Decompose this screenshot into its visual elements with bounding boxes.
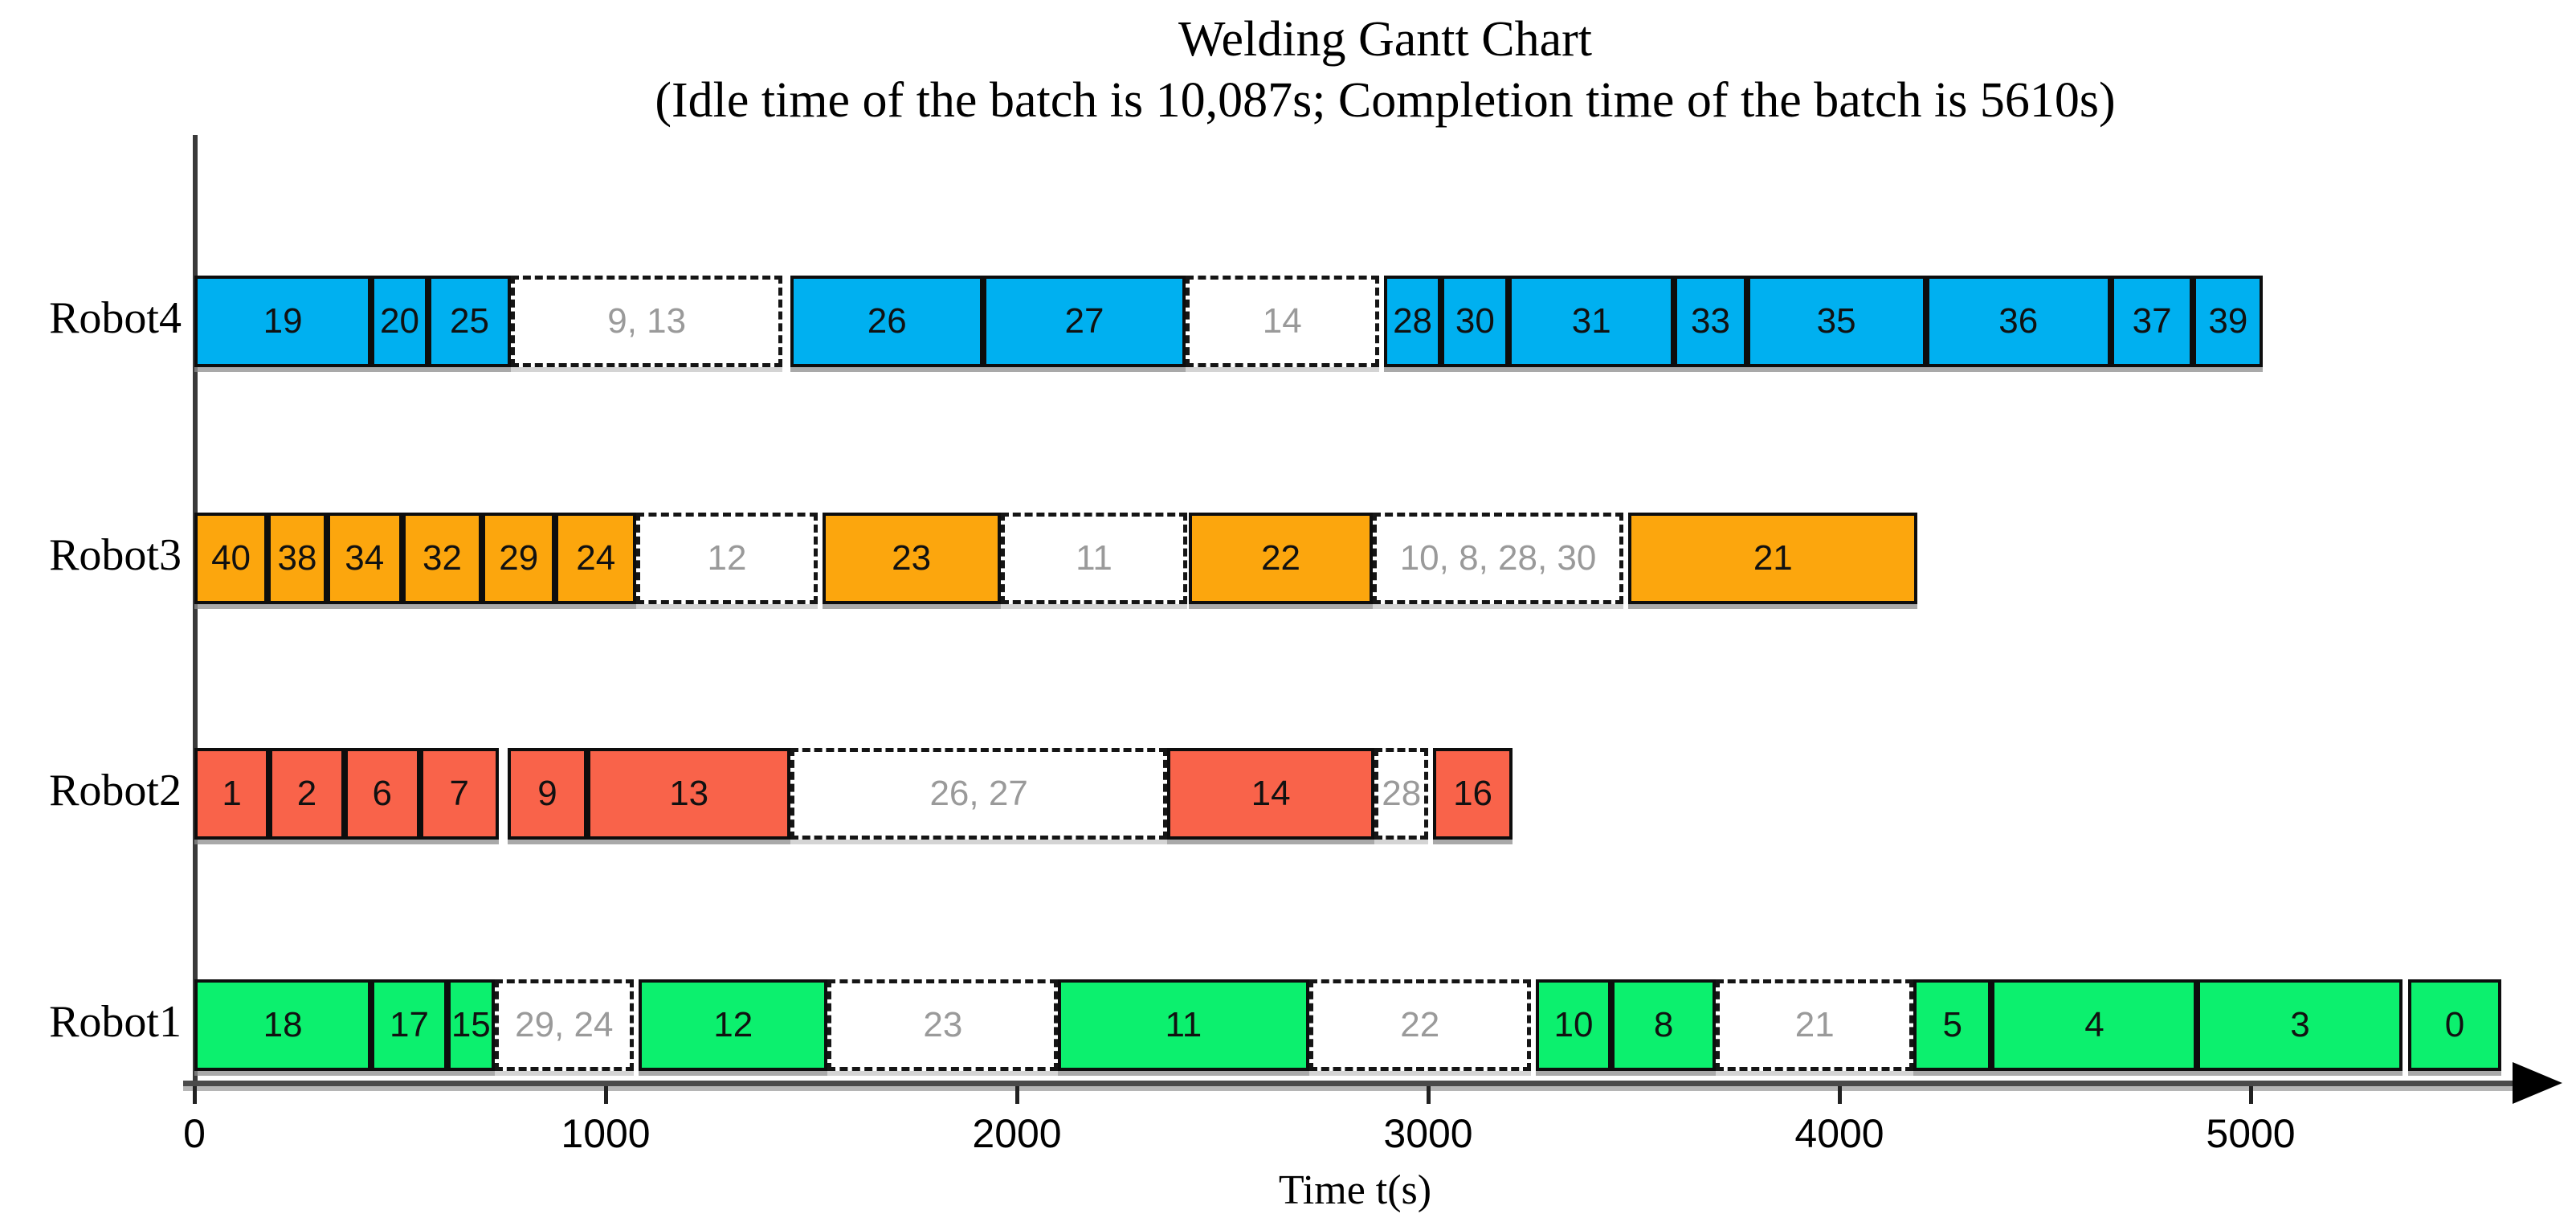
x-axis-tick (193, 1086, 197, 1104)
task-bar-29: 29 (482, 513, 555, 604)
task-bar-28: 28 (1383, 276, 1442, 367)
x-axis-tick (1427, 1086, 1431, 1104)
task-bar-12: 12 (638, 979, 828, 1071)
task-bar-40: 40 (194, 513, 268, 604)
task-bar-26: 26 (790, 276, 983, 367)
task-bar-20: 20 (371, 276, 428, 367)
idle-bar-11: 11 (1000, 513, 1188, 604)
x-axis-tick-label: 5000 (2206, 1111, 2296, 1156)
task-bar-16: 16 (1433, 748, 1513, 840)
task-bar-3: 3 (2197, 979, 2403, 1071)
task-bar-21: 21 (1628, 513, 1918, 604)
idle-bar-22: 22 (1308, 979, 1531, 1071)
task-bar-39: 39 (2193, 276, 2264, 367)
task-bar-5: 5 (1913, 979, 1992, 1071)
x-axis-arrow-icon (2513, 1062, 2562, 1104)
idle-bar-29-24: 29, 24 (494, 979, 634, 1071)
task-bar-23: 23 (822, 513, 1001, 604)
x-axis-tick (604, 1086, 608, 1104)
task-bar-34: 34 (326, 513, 402, 604)
chart-title: Welding Gantt Chart (1178, 12, 1592, 67)
idle-bar-14: 14 (1185, 276, 1379, 367)
task-bar-38: 38 (267, 513, 327, 604)
idle-bar-21: 21 (1716, 979, 1914, 1071)
x-axis-tick-label: 3000 (1383, 1111, 1473, 1156)
x-axis-tick (1015, 1086, 1019, 1104)
task-bar-24: 24 (555, 513, 637, 604)
task-bar-31: 31 (1508, 276, 1675, 367)
task-bar-18: 18 (194, 979, 372, 1071)
row-label-robot1: Robot1 (49, 997, 182, 1047)
task-bar-2: 2 (269, 748, 345, 840)
task-bar-1: 1 (194, 748, 270, 840)
task-bar-22: 22 (1189, 513, 1373, 604)
idle-bar-26-27: 26, 27 (790, 748, 1167, 840)
y-axis-line (193, 135, 198, 1086)
task-bar-15: 15 (447, 979, 495, 1071)
row-label-robot4: Robot4 (49, 293, 182, 343)
task-bar-14: 14 (1166, 748, 1375, 840)
x-axis-tick-label: 1000 (561, 1111, 651, 1156)
row-label-robot2: Robot2 (49, 766, 182, 815)
idle-bar-9-13: 9, 13 (511, 276, 783, 367)
x-axis-tick-label: 4000 (1794, 1111, 1884, 1156)
x-axis-line (183, 1081, 2522, 1086)
task-bar-7: 7 (419, 748, 499, 840)
task-bar-13: 13 (586, 748, 791, 840)
x-axis-label: Time t(s) (1278, 1167, 1432, 1213)
task-bar-19: 19 (194, 276, 372, 367)
task-bar-27: 27 (983, 276, 1186, 367)
idle-bar-23: 23 (827, 979, 1059, 1071)
chart-header: Welding Gantt Chart (Idle time of the ba… (194, 10, 2576, 131)
task-bar-35: 35 (1746, 276, 1926, 367)
chart-subtitle: (Idle time of the batch is 10,087s; Comp… (655, 72, 2116, 128)
task-bar-10: 10 (1536, 979, 1611, 1071)
task-bar-25: 25 (427, 276, 512, 367)
x-axis-tick (1838, 1086, 1842, 1104)
task-bar-17: 17 (371, 979, 447, 1071)
task-bar-0: 0 (2407, 979, 2502, 1071)
idle-bar-28: 28 (1374, 748, 1428, 840)
idle-bar-12: 12 (636, 513, 818, 604)
task-bar-33: 33 (1674, 276, 1747, 367)
task-bar-32: 32 (402, 513, 483, 604)
x-axis-tick (2249, 1086, 2253, 1104)
task-bar-6: 6 (344, 748, 420, 840)
x-axis-tick-label: 2000 (972, 1111, 1062, 1156)
task-bar-9: 9 (508, 748, 587, 840)
row-label-robot3: Robot3 (49, 530, 182, 580)
idle-bar-10-8-28-30: 10, 8, 28, 30 (1372, 513, 1624, 604)
task-bar-11: 11 (1058, 979, 1309, 1071)
x-axis-tick-label: 0 (183, 1111, 206, 1156)
task-bar-37: 37 (2110, 276, 2194, 367)
task-bar-4: 4 (1991, 979, 2198, 1071)
task-bar-8: 8 (1611, 979, 1717, 1071)
task-bar-30: 30 (1441, 276, 1509, 367)
task-bar-36: 36 (1925, 276, 2111, 367)
